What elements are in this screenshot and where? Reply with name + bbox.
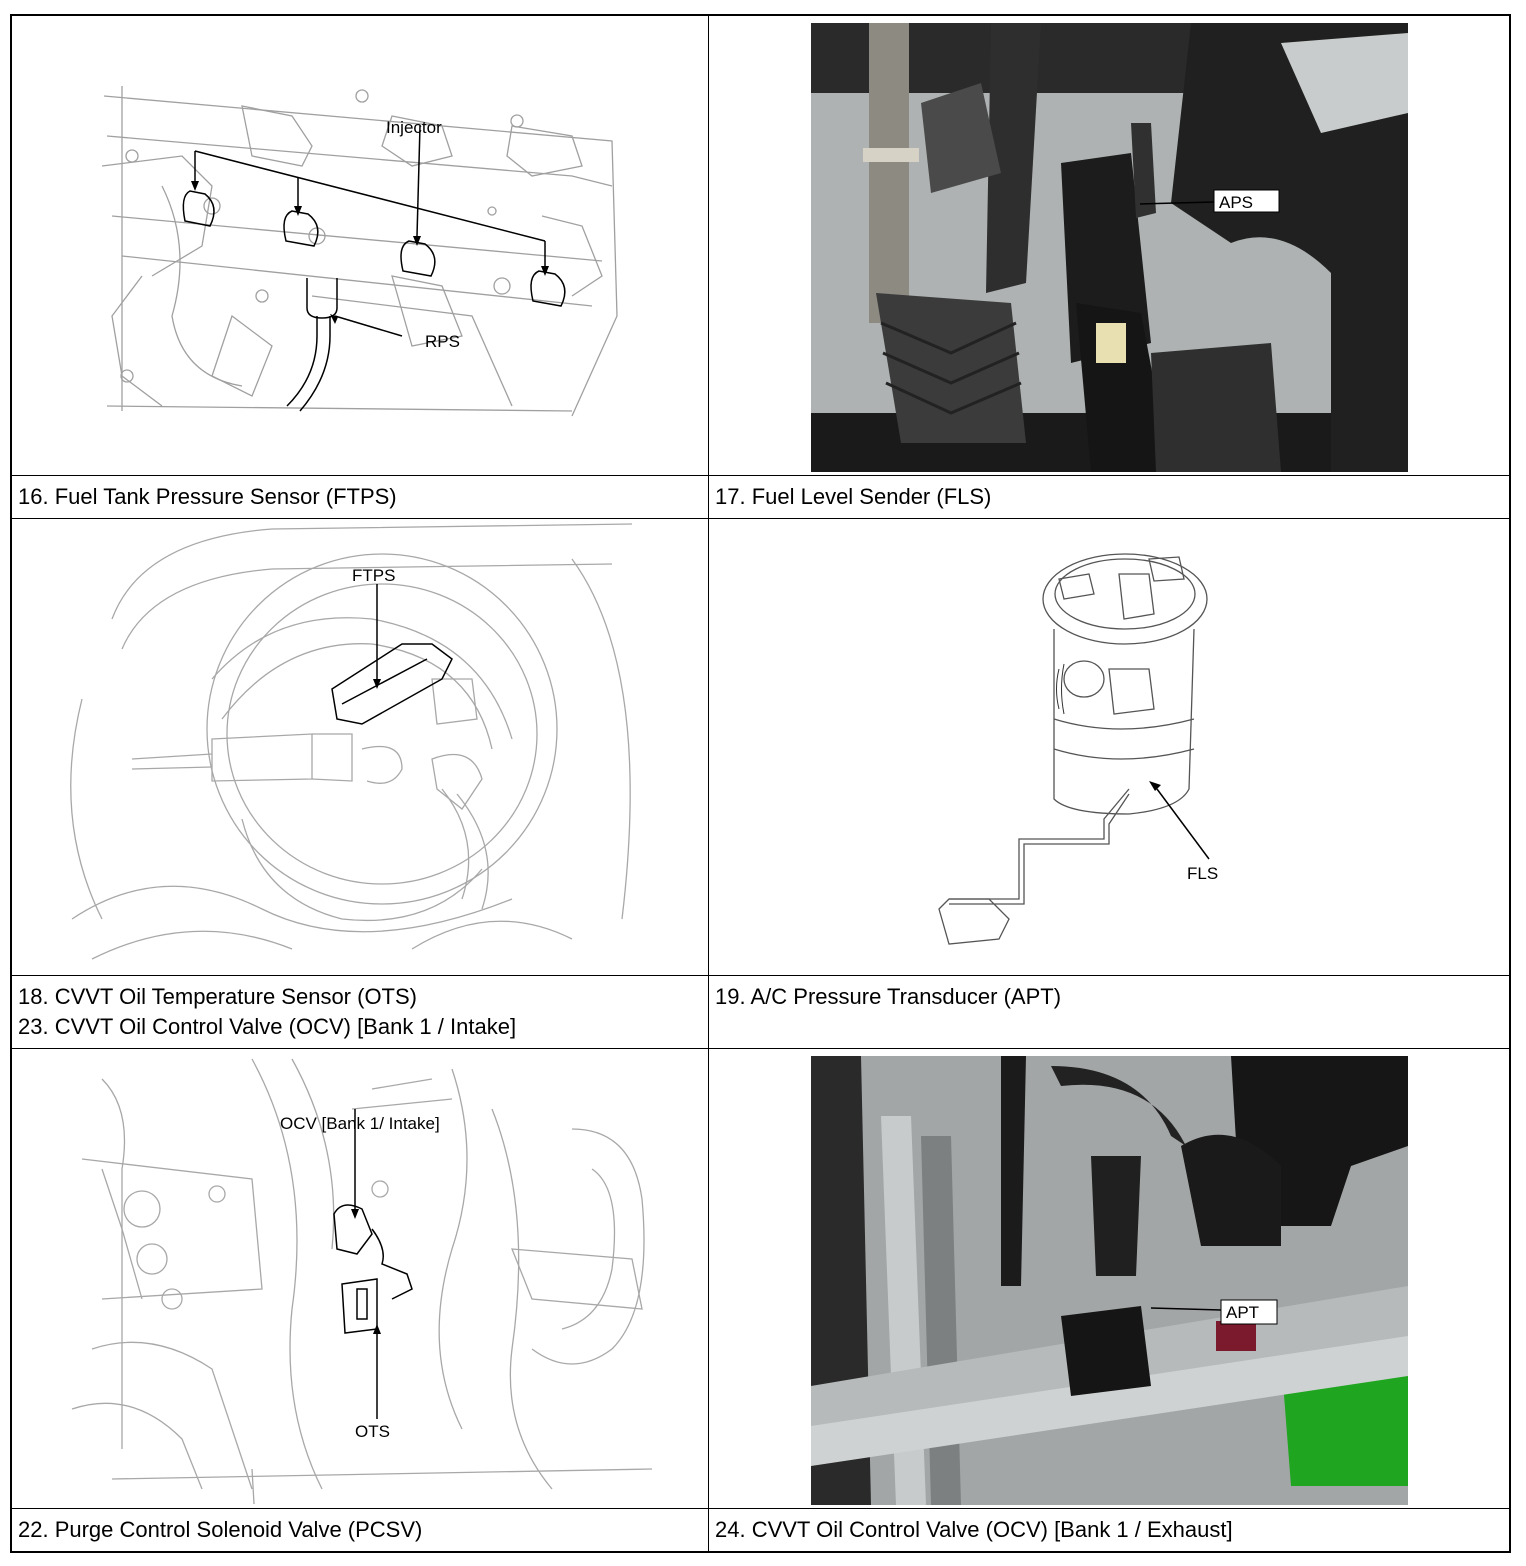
injector-label: Injector: [386, 118, 442, 137]
aps-label: APS: [1219, 193, 1253, 212]
ocv-ots-diagram: OCV [Bank 1/ Intake] OTS: [12, 1049, 708, 1508]
row-divider: [12, 975, 1509, 976]
ftps-diagram: FTPS: [12, 519, 708, 975]
ftps-label: FTPS: [352, 566, 395, 585]
document-table: Injector RPS APS: [10, 14, 1511, 1553]
ocv-intake-label: OCV [Bank 1/ Intake]: [280, 1114, 440, 1133]
row-divider: [12, 1508, 1509, 1509]
caption-23: 23. CVVT Oil Control Valve (OCV) [Bank 1…: [18, 1014, 517, 1039]
fls-label: FLS: [1187, 864, 1218, 883]
apt-photo: APT: [811, 1056, 1408, 1505]
caption-24: 24. CVVT Oil Control Valve (OCV) [Bank 1…: [715, 1517, 1233, 1542]
apt-label: APT: [1226, 1303, 1259, 1322]
row-divider: [12, 1048, 1509, 1049]
injector-rps-diagram: Injector RPS: [12, 16, 708, 475]
caption-19: 19. A/C Pressure Transducer (APT): [715, 984, 1062, 1009]
caption-22: 22. Purge Control Solenoid Valve (PCSV): [18, 1517, 423, 1542]
ots-label: OTS: [355, 1422, 390, 1441]
caption-18: 18. CVVT Oil Temperature Sensor (OTS): [18, 984, 417, 1009]
caption-16: 16. Fuel Tank Pressure Sensor (FTPS): [18, 484, 397, 509]
fls-diagram: FLS: [709, 519, 1509, 975]
row-divider: [12, 475, 1509, 476]
rps-label: RPS: [425, 332, 460, 351]
column-divider: [708, 16, 709, 1551]
caption-17: 17. Fuel Level Sender (FLS): [715, 484, 992, 509]
row-divider: [12, 518, 1509, 519]
aps-photo: APS: [811, 23, 1408, 472]
